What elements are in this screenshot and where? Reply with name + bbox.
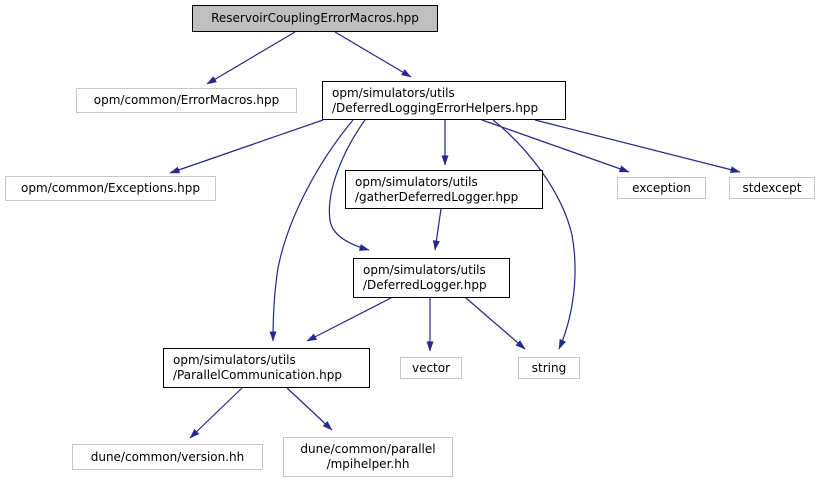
node-parallel-communication[interactable]: opm/simulators/utils /ParallelCommunicat… xyxy=(163,348,370,388)
node-opm-common-exceptions: opm/common/Exceptions.hpp xyxy=(5,176,216,201)
edge-helpers-to-parallel-communication xyxy=(269,119,354,342)
node-gather-deferred-logger[interactable]: opm/simulators/utils /gatherDeferredLogg… xyxy=(345,170,543,209)
node-string: string xyxy=(518,357,580,379)
edge-parallel-communication-to-dune-version xyxy=(189,387,243,439)
edge-gather-to-deferred-logger xyxy=(432,208,442,251)
edge-main-to-deferred-logging-error-helpers xyxy=(334,31,412,78)
edge-helpers-to-exception xyxy=(481,119,630,173)
edge-helpers-to-exceptions xyxy=(169,119,324,174)
node-deferred-logging-error-helpers[interactable]: opm/simulators/utils /DeferredLoggingErr… xyxy=(322,81,566,120)
edge-deferred-logger-to-string xyxy=(465,297,526,350)
node-exception: exception xyxy=(617,177,706,199)
edge-deferred-logger-to-parallel-communication xyxy=(306,297,392,342)
node-vector: vector xyxy=(400,357,462,379)
node-opm-common-error-macros: opm/common/ErrorMacros.hpp xyxy=(76,88,297,113)
node-deferred-logger[interactable]: opm/simulators/utils /DeferredLogger.hpp xyxy=(353,258,510,298)
edge-helpers-to-string xyxy=(492,119,576,350)
node-stdexcept: stdexcept xyxy=(729,177,815,199)
edge-parallel-communication-to-dune-mpihelper xyxy=(286,387,333,431)
node-dune-common-version: dune/common/version.hh xyxy=(72,444,263,470)
edge-main-to-error-macros xyxy=(206,31,296,85)
node-dune-common-parallel-mpihelper: dune/common/parallel /mpihelper.hh xyxy=(283,437,453,477)
node-reservoir-coupling-error-macros: ReservoirCouplingErrorMacros.hpp xyxy=(192,5,438,32)
edge-helpers-to-stdexcept xyxy=(534,119,741,174)
edge-helpers-to-deferred-logger xyxy=(328,119,370,251)
